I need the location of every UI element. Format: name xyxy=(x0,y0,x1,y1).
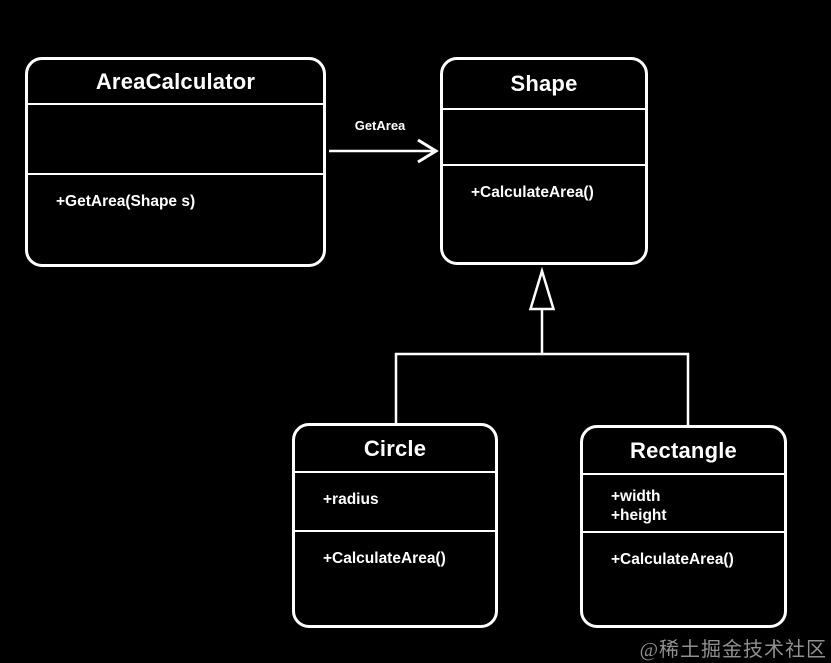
class-title-shape: Shape xyxy=(443,60,645,110)
class-title-area-calculator: AreaCalculator xyxy=(28,60,323,105)
class-box-rectangle: Rectangle +width +height +CalculateArea(… xyxy=(580,425,787,628)
class-attributes-area-calculator xyxy=(28,105,323,175)
association-arrowhead-icon xyxy=(417,138,439,164)
attribute-label: +radius xyxy=(323,491,379,508)
class-attributes-rectangle: +width +height xyxy=(583,475,784,533)
class-attributes-circle: +radius xyxy=(295,473,495,532)
class-box-area-calculator: AreaCalculator +GetArea(Shape s) xyxy=(25,57,326,267)
method-label: +GetArea(Shape s) xyxy=(56,193,196,210)
class-methods-rectangle: +CalculateArea() xyxy=(583,533,784,625)
method-label: +CalculateArea() xyxy=(323,550,446,567)
method-label: +CalculateArea() xyxy=(611,551,734,568)
association-label: GetArea xyxy=(354,118,406,133)
class-title-circle: Circle xyxy=(295,426,495,473)
class-methods-area-calculator: +GetArea(Shape s) xyxy=(28,175,323,264)
attribute-label: +height xyxy=(611,507,667,524)
method-label: +CalculateArea() xyxy=(471,184,594,201)
attribute-label: +width xyxy=(611,488,661,505)
watermark-text: @稀土掘金技术社区 xyxy=(639,639,827,661)
generalization-triangle-icon xyxy=(528,266,556,311)
class-box-circle: Circle +radius +CalculateArea() xyxy=(292,423,498,628)
class-methods-circle: +CalculateArea() xyxy=(295,532,495,625)
class-box-shape: Shape +CalculateArea() xyxy=(440,57,648,265)
class-attributes-shape xyxy=(443,110,645,166)
class-methods-shape: +CalculateArea() xyxy=(443,166,645,262)
class-title-rectangle: Rectangle xyxy=(583,428,784,475)
